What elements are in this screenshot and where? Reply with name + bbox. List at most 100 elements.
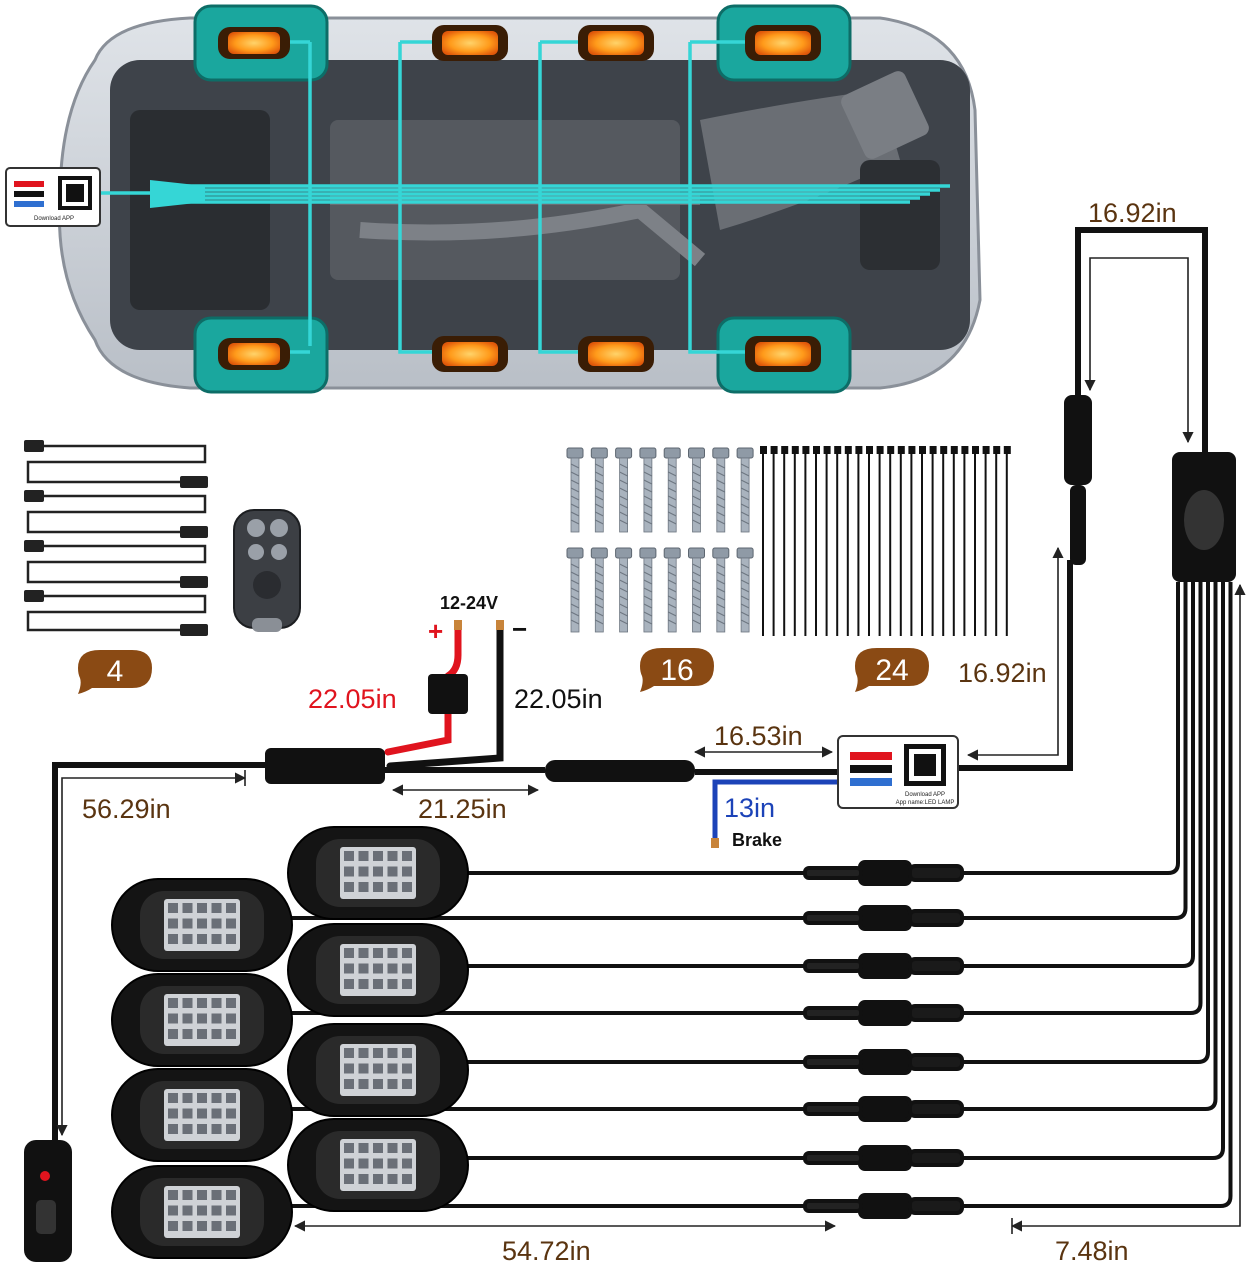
pod-rear-left <box>745 25 821 61</box>
branch-connector <box>803 860 964 886</box>
fuse-holder <box>428 674 468 714</box>
cable-tie <box>855 446 863 636</box>
dim-branch-leads: 7.48in <box>1055 1236 1129 1266</box>
screw-count: 16 <box>660 654 693 687</box>
cable-tie <box>897 446 905 636</box>
cable-tie <box>908 446 916 636</box>
screw <box>663 447 681 533</box>
cable-tie <box>982 446 990 636</box>
screw <box>736 447 754 533</box>
cable-tie <box>887 446 895 636</box>
cable-tie <box>770 446 778 636</box>
rock-light-pod <box>111 973 293 1067</box>
branch-connector <box>803 1193 964 1219</box>
pod-mid-left-1 <box>432 25 508 61</box>
screw <box>736 547 754 633</box>
controller-box: Download APP App name:LED LAMP <box>837 735 959 809</box>
cable-tie <box>781 446 789 636</box>
dim-controller-lead: 16.53in <box>714 721 803 751</box>
rock-light-pod <box>287 826 469 920</box>
dim-harness-mid: 21.25in <box>418 794 507 824</box>
inline-connector <box>545 760 695 782</box>
branch-lead <box>960 582 1195 968</box>
screw <box>712 547 730 633</box>
pod-rear-right <box>745 336 821 372</box>
negative-symbol: − <box>512 614 527 644</box>
screw <box>590 547 608 633</box>
rock-light-pod <box>111 1068 293 1162</box>
dim-brake-length: 13in <box>724 793 775 823</box>
cable-tie <box>823 446 831 636</box>
branch-connector <box>803 905 964 931</box>
dim-black-wire: 22.05in <box>514 684 603 714</box>
junction-box <box>1172 452 1236 582</box>
upper-lead <box>1075 227 1208 460</box>
screw <box>639 447 657 533</box>
positive-symbol: + <box>428 616 443 646</box>
screw <box>615 547 633 633</box>
screw-count-badge: 16 <box>640 648 714 692</box>
cable-tie <box>950 446 958 636</box>
controller-box-on-car: Download APP <box>5 167 101 227</box>
pod-mid-left-2 <box>578 25 654 61</box>
branch-connector <box>803 1096 964 1122</box>
branch-connector <box>803 1000 964 1026</box>
harness-connector <box>150 180 205 208</box>
cable-ties <box>760 446 1011 636</box>
cable-tie <box>834 446 842 636</box>
extension-cables <box>26 444 207 632</box>
cable-tie <box>1003 446 1011 636</box>
screw <box>615 447 633 533</box>
power-switch-icon <box>24 1140 72 1262</box>
screw <box>663 547 681 633</box>
tie-count: 24 <box>875 654 908 687</box>
controller-app-label: Download APP <box>905 792 945 798</box>
harness-connector-block <box>265 748 385 784</box>
pod-front-right <box>218 338 290 370</box>
cable-tie <box>802 446 810 636</box>
dim-right-mid: 16.92in <box>958 658 1047 688</box>
controller-app-sub: App name:LED LAMP <box>896 800 955 806</box>
cable-tie <box>961 446 969 636</box>
extension-count-badge: 4 <box>78 650 152 694</box>
dim-switch-lead: 56.29in <box>82 794 171 824</box>
dim-top-right: 16.92in <box>1088 198 1177 228</box>
pod-mid-right-1 <box>432 336 508 372</box>
cable-tie <box>791 446 799 636</box>
branch-connector <box>803 1049 964 1075</box>
screw <box>639 547 657 633</box>
remote-control-icon <box>233 509 301 632</box>
inline-plug <box>1064 395 1092 565</box>
cable-tie <box>972 446 979 636</box>
cable-tie <box>993 446 1001 636</box>
cable-tie <box>919 446 926 636</box>
screw <box>688 547 705 633</box>
screw <box>688 447 705 533</box>
screw <box>712 447 730 533</box>
rock-lights <box>111 826 805 1259</box>
pod-front-left <box>218 27 290 59</box>
screw <box>590 447 608 533</box>
cyan-wiring <box>100 40 950 354</box>
car-underside: Download APP <box>5 4 982 394</box>
dimension-arrows <box>56 257 1246 1234</box>
branch-lead <box>960 582 1210 1064</box>
brake-label: Brake <box>732 830 782 850</box>
rock-light-pod <box>111 878 293 972</box>
brake-wire <box>712 779 838 840</box>
controller-app-label-car: Download APP <box>34 216 74 222</box>
branch-connector <box>803 953 964 979</box>
extension-count: 4 <box>107 655 124 688</box>
dim-pod-leads: 54.72in <box>502 1236 591 1266</box>
pod-mid-right-2 <box>578 336 654 372</box>
extension-connectors <box>24 440 208 636</box>
cable-tie <box>844 446 852 636</box>
tie-count-badge: 24 <box>855 648 929 692</box>
cable-tie <box>813 446 820 636</box>
rock-light-pod <box>287 923 469 1017</box>
cable-tie <box>866 446 873 636</box>
rock-light-pod <box>287 1023 469 1117</box>
rock-light-pod <box>111 1165 293 1259</box>
cable-tie <box>760 446 767 636</box>
